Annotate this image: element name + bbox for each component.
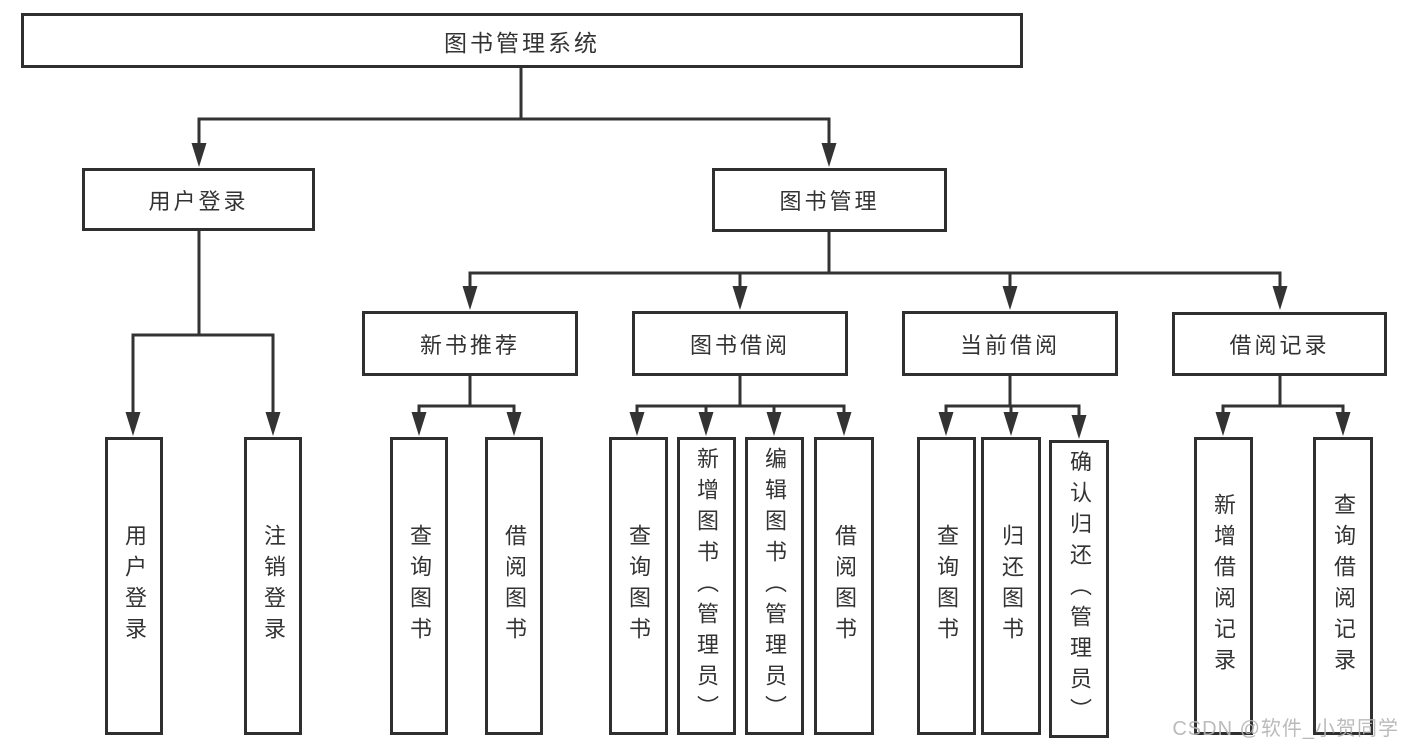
leaf-nb-query-books: 查询图书	[390, 437, 448, 735]
leaf-user-login: 用户登录	[105, 437, 163, 735]
leaf-bb-edit-books-admin-label: 编辑图书（管理员）	[762, 446, 787, 726]
node-new-book-recommend-label: 新书推荐	[419, 332, 520, 358]
leaf-br-query-record-label: 查询借阅记录	[1331, 493, 1356, 679]
leaf-cb-query-books-label: 查询图书	[934, 524, 959, 648]
leaf-cb-confirm-return-admin: 确认归还（管理员）	[1049, 440, 1109, 738]
leaf-logout-label: 注销登录	[261, 524, 286, 648]
arrowhead-icons	[125, 143, 1351, 439]
leaf-cb-return-books-label: 归还图书	[999, 524, 1024, 648]
leaf-bb-edit-books-admin: 编辑图书（管理员）	[745, 437, 804, 735]
node-book-borrowing-label: 图书借阅	[689, 332, 790, 358]
leaf-bb-add-books-admin-label: 新增图书（管理员）	[694, 446, 719, 726]
node-book-management-label: 图书管理	[779, 189, 880, 214]
leaf-bb-borrow-books-label: 借阅图书	[832, 524, 857, 648]
leaf-nb-borrow-books-label: 借阅图书	[502, 524, 527, 648]
node-book-borrowing: 图书借阅	[632, 311, 848, 376]
leaf-br-add-record-label: 新增借阅记录	[1211, 493, 1236, 679]
node-new-book-recommend: 新书推荐	[362, 311, 578, 376]
leaf-nb-borrow-books: 借阅图书	[485, 437, 543, 735]
node-user-login: 用户登录	[82, 168, 315, 231]
leaf-nb-query-books-label: 查询图书	[407, 524, 432, 648]
leaf-bb-add-books-admin: 新增图书（管理员）	[677, 437, 736, 735]
csdn-watermark: CSDN @软件_小贺同学	[1172, 718, 1399, 740]
node-root-label: 图书管理系统	[444, 29, 600, 56]
node-root-system: 图书管理系统	[21, 13, 1023, 68]
leaf-cb-query-books: 查询图书	[917, 437, 976, 735]
node-user-login-label: 用户登录	[148, 188, 249, 214]
node-current-borrowing: 当前借阅	[902, 311, 1118, 376]
leaf-br-query-record: 查询借阅记录	[1313, 437, 1373, 735]
leaf-logout: 注销登录	[244, 437, 302, 735]
leaf-bb-query-books: 查询图书	[609, 437, 668, 735]
leaf-bb-borrow-books: 借阅图书	[814, 437, 874, 735]
leaf-cb-confirm-return-admin-label: 确认归还（管理员）	[1067, 449, 1092, 729]
leaf-bb-query-books-label: 查询图书	[626, 524, 651, 648]
node-current-borrowing-label: 当前借阅	[959, 332, 1060, 358]
leaf-br-add-record: 新增借阅记录	[1194, 437, 1253, 735]
node-borrowing-records-label: 借阅记录	[1229, 333, 1330, 358]
leaf-user-login-label: 用户登录	[122, 524, 147, 648]
leaf-cb-return-books: 归还图书	[981, 437, 1041, 735]
node-borrowing-records: 借阅记录	[1172, 312, 1387, 376]
node-book-management: 图书管理	[712, 168, 947, 232]
